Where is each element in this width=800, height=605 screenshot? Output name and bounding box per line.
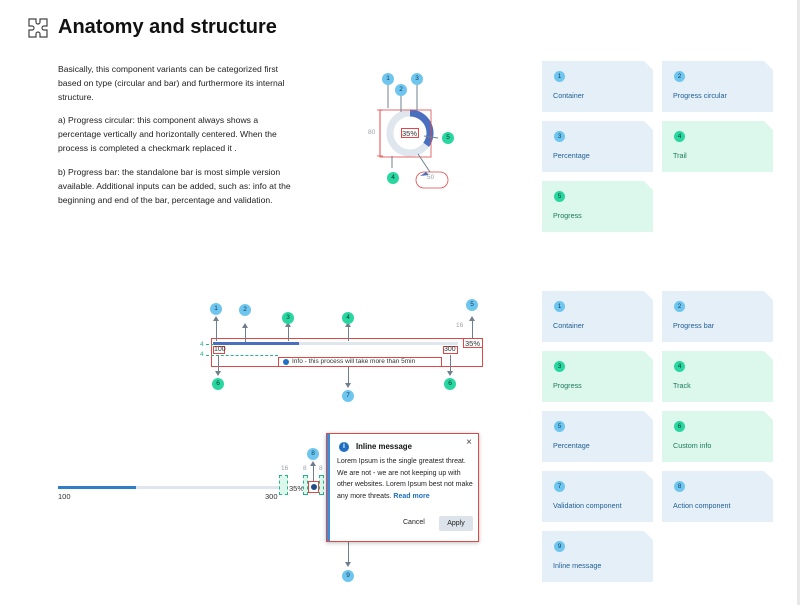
- bar-badge-6-right: 6: [444, 378, 456, 390]
- circular-percentage: 35%: [402, 129, 418, 138]
- action-percentage: 35%: [289, 484, 305, 493]
- action-gap-16-label: 16: [281, 465, 289, 472]
- action-bar-fill: [58, 486, 136, 489]
- bar-badge-4: 4: [342, 312, 354, 324]
- bar-gap-left-1: 4: [200, 341, 204, 348]
- bar-description: b) Progress bar: the standalone bar is m…: [58, 167, 291, 205]
- bar-end-highlight: [443, 346, 458, 354]
- apply-button[interactable]: Apply: [439, 516, 473, 531]
- close-icon[interactable]: ×: [466, 437, 472, 448]
- bar-info-highlight: [278, 357, 442, 367]
- bar-badge-6-left: 6: [212, 378, 224, 390]
- circular-badge-1: 1: [382, 73, 394, 85]
- popover-title: Inline message: [356, 442, 412, 451]
- info-icon: i: [339, 442, 349, 452]
- popover-body-text: Lorem Ipsum is the single greatest threa…: [337, 458, 473, 500]
- page-title: Anatomy and structure: [58, 16, 277, 38]
- cancel-button[interactable]: Cancel: [403, 519, 425, 526]
- circular-description: a) Progress circular: this component alw…: [58, 115, 277, 153]
- action-info-icon[interactable]: [311, 484, 317, 490]
- action-badge-8: 8: [307, 448, 319, 460]
- action-bar-track: [58, 486, 280, 489]
- action-gap-8a: [303, 475, 308, 495]
- bar-gap-guide-1: [206, 344, 214, 345]
- page-right-edge: [797, 0, 800, 605]
- bar-gap-top: 16: [456, 322, 464, 329]
- bar-track: [213, 342, 458, 345]
- bar-start-value: 100: [214, 346, 226, 353]
- action-bar-end: 300: [265, 492, 278, 501]
- action-button-highlight: [308, 481, 319, 493]
- action-gap-16: [279, 475, 288, 495]
- popover-accent-edge: [327, 434, 330, 541]
- intro-text: Basically, this component variants can b…: [58, 64, 285, 102]
- inline-message-popover: i Inline message × Lorem Ipsum is the si…: [326, 433, 479, 542]
- info-icon: [283, 359, 289, 365]
- action-gap-8b-label: 8: [319, 465, 323, 472]
- read-more-link[interactable]: Read more: [393, 492, 430, 500]
- bar-badge-3: 3: [282, 312, 294, 324]
- puzzle-icon: [28, 18, 48, 38]
- bar-gap-guide-2: [206, 355, 278, 356]
- bar-percentage-highlight: [463, 338, 483, 348]
- circular-badge-3: 3: [411, 73, 423, 85]
- action-badge-9: 9: [342, 570, 354, 582]
- bar-gap-left-2: 4: [200, 351, 204, 358]
- circular-badge-5: 5: [442, 132, 454, 144]
- bar-progress-fill: [213, 342, 299, 345]
- bar-badge-1: 1: [210, 303, 222, 315]
- percentage-highlight: [401, 128, 419, 138]
- circular-check-label: 50: [427, 174, 435, 181]
- circular-progress-graphic: [377, 82, 449, 189]
- popover-body: Lorem Ipsum is the single greatest threa…: [337, 456, 473, 502]
- circular-size-label: 80: [368, 129, 376, 136]
- action-gap-8a-label: 8: [303, 465, 307, 472]
- bar-badge-7: 7: [342, 390, 354, 402]
- bar-end-value: 300: [444, 346, 456, 353]
- action-bar-start: 100: [58, 492, 71, 501]
- bar-percentage: 35%: [465, 339, 481, 348]
- circular-badge-4: 4: [387, 172, 399, 184]
- bar-start-highlight: [213, 346, 225, 354]
- circular-badge-2: 2: [395, 84, 407, 96]
- bar-badge-5: 5: [466, 299, 478, 311]
- bar-badge-2: 2: [239, 304, 251, 316]
- action-gap-8b: [319, 475, 324, 495]
- bar-info-text: Info - this process will take more than …: [292, 358, 416, 365]
